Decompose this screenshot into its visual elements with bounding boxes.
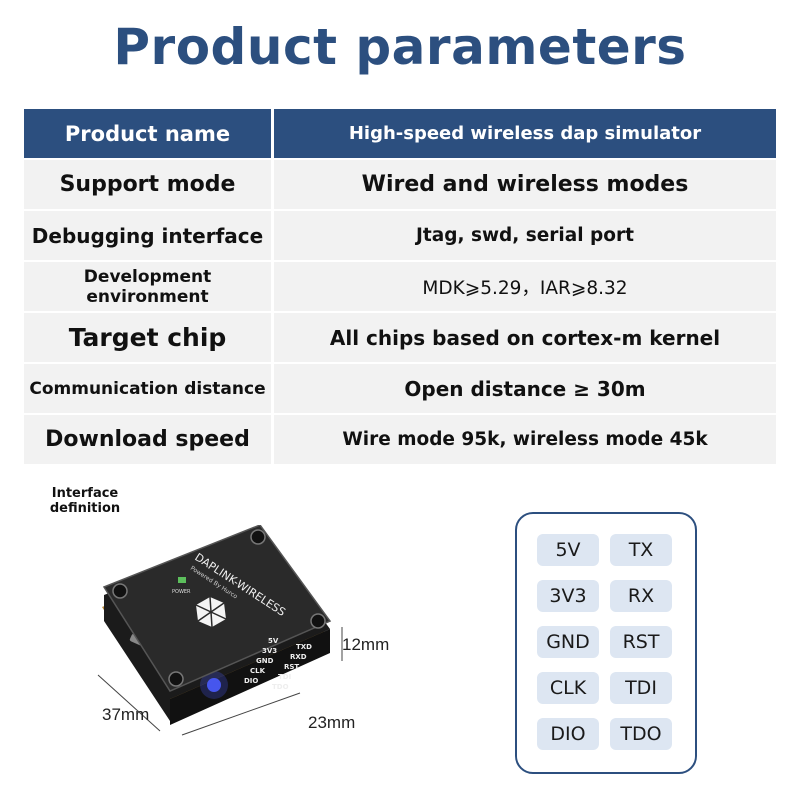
row-value-download-speed: Wire mode 95k, wireless mode 45k (274, 415, 776, 464)
width-dimension-label: 23mm (308, 713, 356, 732)
device-pin-right: TDO (272, 683, 289, 691)
row-value-communication-distance: Open distance ≥ 30m (274, 364, 776, 413)
row-label-target-chip: Target chip (24, 313, 274, 362)
header-label-cell: Product name (24, 109, 274, 158)
pin-rst: RST (610, 626, 672, 658)
table-row: Target chip All chips based on cortex-m … (24, 313, 776, 362)
interface-definition-caption: Interface definition (40, 486, 130, 516)
led-glow-icon (207, 678, 221, 692)
parameters-table: Product name High-speed wireless dap sim… (24, 107, 776, 466)
row-label-communication-distance: Communication distance (24, 364, 274, 413)
pin-3v3: 3V3 (537, 580, 599, 612)
device-side-front (170, 629, 330, 725)
row-label-development-environment: Development environment (24, 262, 274, 311)
table-header-row: Product name High-speed wireless dap sim… (24, 109, 776, 158)
row-label-debugging-interface: Debugging interface (24, 211, 274, 260)
table-row: Support mode Wired and wireless modes (24, 160, 776, 209)
row-value-target-chip: All chips based on cortex-m kernel (274, 313, 776, 362)
device-pin-left: CLK (250, 667, 266, 675)
pin-rx: RX (610, 580, 672, 612)
row-value-support-mode: Wired and wireless modes (274, 160, 776, 209)
table-row: Debugging interface Jtag, swd, serial po… (24, 211, 776, 260)
table-row: Development environment MDK⩾5.29，IAR⩾8.3… (24, 262, 776, 311)
led-glow-icon (200, 671, 228, 699)
device-pin-right: RST (284, 663, 299, 671)
device-photo: POWER DAPLINK-WIRELESS Powered By Hurco … (90, 524, 420, 765)
pin-tdo: TDO (610, 718, 672, 750)
height-dimension-label: 12mm (342, 635, 390, 654)
caption-line-2: definition (49, 501, 121, 516)
pin-dio: DIO (537, 718, 599, 750)
device-pin-left: GND (256, 657, 274, 665)
device-pin-left: DIO (244, 677, 258, 685)
table-row: Download speed Wire mode 95k, wireless m… (24, 415, 776, 464)
row-value-development-environment: MDK⩾5.29，IAR⩾8.32 (274, 262, 776, 311)
power-label: POWER (172, 589, 191, 595)
screw-icon (168, 671, 184, 687)
caption-line-1: Interface (51, 486, 119, 501)
device-pin-left: 3V3 (262, 647, 277, 655)
pin-tx: TX (610, 534, 672, 566)
row-label-download-speed: Download speed (24, 415, 274, 464)
row-value-debugging-interface: Jtag, swd, serial port (274, 211, 776, 260)
pin-definition-box: 5V TX 3V3 RX GND RST CLK TDI DIO TDO (515, 512, 697, 774)
page-title: Product parameters (113, 18, 687, 76)
screw-icon (112, 583, 128, 599)
width-dimension-line (181, 692, 301, 736)
device-pin-right: RXD (290, 653, 307, 661)
row-label-support-mode: Support mode (24, 160, 274, 209)
screw-icon (250, 529, 266, 545)
pin-5v: 5V (537, 534, 599, 566)
hexagon-logo-lines-icon (195, 596, 227, 628)
header-value-cell: High-speed wireless dap simulator (274, 109, 776, 158)
power-led-icon (178, 577, 186, 583)
length-dimension-line (97, 674, 161, 732)
table-row: Communication distance Open distance ≥ 3… (24, 364, 776, 413)
pin-clk: CLK (537, 672, 599, 704)
length-dimension-label: 37mm (102, 705, 150, 724)
pin-gnd: GND (537, 626, 599, 658)
device-illustration: POWER DAPLINK-WIRELESS Powered By Hurco … (97, 524, 343, 736)
screw-icon (310, 613, 326, 629)
device-pin-right: TXD (296, 643, 312, 651)
device-pin-right: TDI (278, 673, 291, 681)
pin-tdi: TDI (610, 672, 672, 704)
device-pin-left: 5V (268, 637, 279, 645)
